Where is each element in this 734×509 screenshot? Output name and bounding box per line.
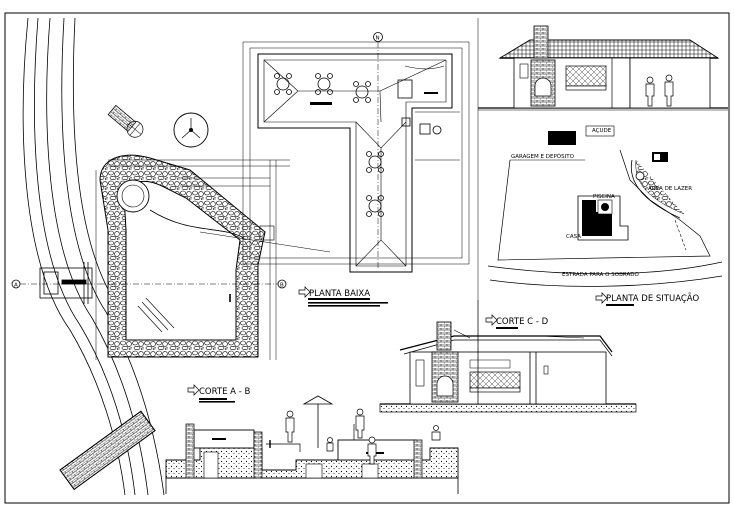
elevation-top bbox=[478, 25, 728, 111]
garagem-label: GARAGEM E DEPÓSITO bbox=[511, 153, 575, 160]
planta-baixa-title: PLANTA BAIXA bbox=[298, 286, 388, 307]
sheet-border bbox=[4, 12, 730, 504]
bridge bbox=[59, 410, 156, 491]
section-b-label: B bbox=[280, 283, 284, 289]
planta-situacao-label: PLANTA DE SITUAÇÃO bbox=[606, 293, 699, 304]
corte-cd-title: CORTE C - D bbox=[485, 314, 549, 329]
section-ab bbox=[165, 395, 459, 494]
hot-tub bbox=[116, 179, 150, 213]
section-cd bbox=[379, 321, 637, 413]
person-figures bbox=[645, 74, 674, 107]
lounge-chairs-symbol bbox=[107, 104, 144, 138]
pool-steps bbox=[137, 297, 175, 333]
north-marker: N bbox=[373, 32, 383, 270]
section-people bbox=[285, 408, 441, 465]
pool-dimensions bbox=[95, 159, 331, 360]
planta-baixa-label: PLANTA BAIXA bbox=[309, 289, 370, 299]
corte-cd-label: CORTE C - D bbox=[496, 317, 549, 327]
section-marker-a: A bbox=[11, 279, 100, 289]
section-marker-b: B bbox=[100, 279, 287, 289]
site-plan: AÇUDE GARAGEM E DEPÓSITO PISCINA CASA ÁR… bbox=[487, 125, 723, 287]
north-label: N bbox=[376, 36, 380, 42]
table-symbol bbox=[173, 112, 209, 148]
pump-house bbox=[39, 262, 93, 304]
dining-set-2 bbox=[315, 73, 333, 95]
dining-set-4 bbox=[366, 151, 384, 173]
section-a-label: A bbox=[14, 283, 18, 289]
pool-plan bbox=[95, 154, 331, 360]
dining-set-5 bbox=[366, 195, 384, 217]
building-plan bbox=[242, 41, 470, 273]
dining-set-3 bbox=[353, 81, 371, 103]
acude-label: AÇUDE bbox=[592, 128, 612, 134]
corte-ab-label: CORTE A - B bbox=[199, 387, 250, 397]
corte-ab-title: CORTE A - B bbox=[187, 384, 250, 403]
estrada-label: ESTRADA PARA O SOBRADO bbox=[562, 272, 639, 278]
area-lazer-label: ÁREA DE LAZER bbox=[648, 185, 692, 192]
piscina-label: PISCINA bbox=[593, 194, 615, 200]
dining-set-1 bbox=[274, 73, 292, 95]
casa-label: CASA bbox=[566, 234, 581, 240]
planta-situacao-title: PLANTA DE SITUAÇÃO bbox=[595, 292, 699, 306]
